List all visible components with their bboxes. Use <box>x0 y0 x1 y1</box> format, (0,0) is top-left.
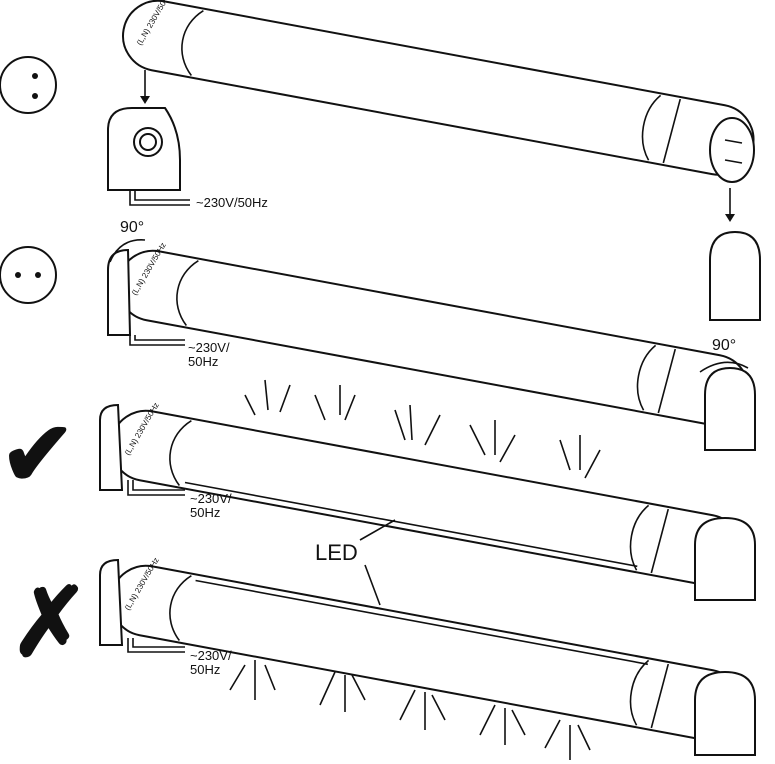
x-mark-icon: ✗ <box>10 570 90 676</box>
wires <box>127 480 185 496</box>
lamp-holder-right <box>704 366 756 451</box>
lamp-holder-left <box>99 558 124 646</box>
lamp-holder-left <box>107 248 132 336</box>
light-rays-up <box>244 379 601 479</box>
led-pointer-lines <box>359 519 396 606</box>
check-mark-icon: ✔ <box>0 405 75 505</box>
socket-face-icon-pins-vertical <box>0 56 57 114</box>
supply-label: ~230V/ <box>190 648 232 663</box>
lamp-holder-left <box>107 107 190 206</box>
end-pins-icon <box>709 117 755 183</box>
lamp-holder-right <box>709 230 761 321</box>
led-label: LED <box>315 540 358 565</box>
rotation-label: 90° <box>712 337 736 354</box>
wires <box>129 335 185 346</box>
lamp-holder-right <box>694 670 756 756</box>
led-strip <box>195 579 649 666</box>
rotate-arrow-icon <box>699 361 749 373</box>
supply-label: 50Hz <box>188 354 218 369</box>
supply-label: ~230V/50Hz <box>196 195 268 210</box>
socket-face-icon-pins-horizontal <box>0 246 57 304</box>
rotation-label: 90° <box>120 219 144 236</box>
light-rays-down <box>229 660 591 760</box>
tube-step-1: (L,N) 230V/50Hz <box>116 0 761 182</box>
supply-label: 50Hz <box>190 505 220 520</box>
wires <box>127 638 185 653</box>
tube-step-2: (L,N) 230V/50Hz <box>111 241 756 432</box>
supply-label: 50Hz <box>190 662 220 677</box>
supply-label: ~230V/ <box>188 340 230 355</box>
lamp-holder-left <box>99 403 124 491</box>
arrow-down-icon <box>725 188 735 222</box>
arrow-down-icon <box>140 70 150 104</box>
rotate-arrow-icon <box>109 239 146 263</box>
led-strip <box>184 481 638 568</box>
lamp-holder-right <box>694 516 756 601</box>
supply-label: ~230V/ <box>190 491 232 506</box>
